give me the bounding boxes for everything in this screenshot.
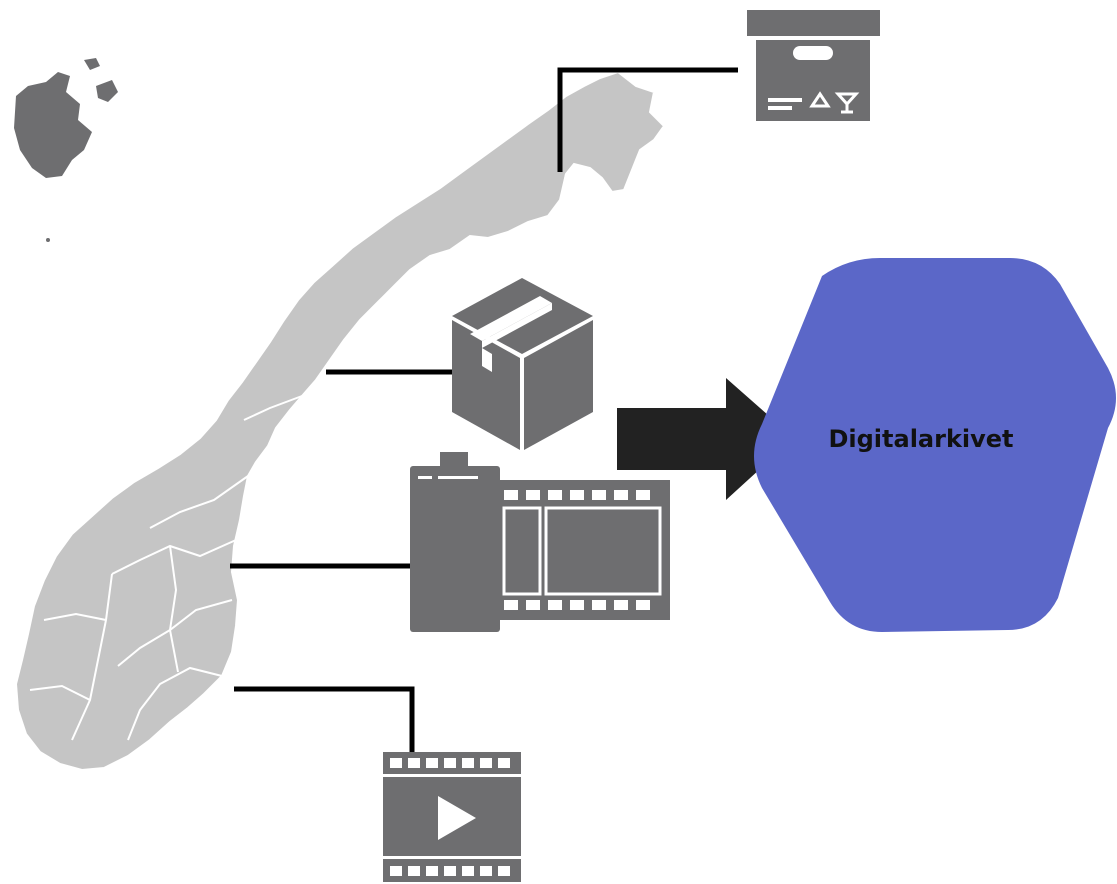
cardboard-box-icon <box>452 278 593 450</box>
archive-box-icon <box>747 10 880 121</box>
connector-archive <box>557 67 738 172</box>
connector-lines <box>230 67 738 800</box>
county-borders <box>29 173 567 741</box>
flow-arrow <box>617 378 794 500</box>
svalbard-island-3 <box>84 58 100 70</box>
jan-mayen <box>46 238 50 242</box>
norway-map <box>14 58 666 772</box>
film-roll-icon <box>410 452 670 632</box>
svalbard-map <box>14 72 92 178</box>
digitalarkivet-label: Digitalarkivet <box>828 425 1013 453</box>
digitalarkivet-hexagon <box>754 258 1116 632</box>
video-play-icon <box>383 752 521 882</box>
svalbard-island-2 <box>96 80 118 102</box>
